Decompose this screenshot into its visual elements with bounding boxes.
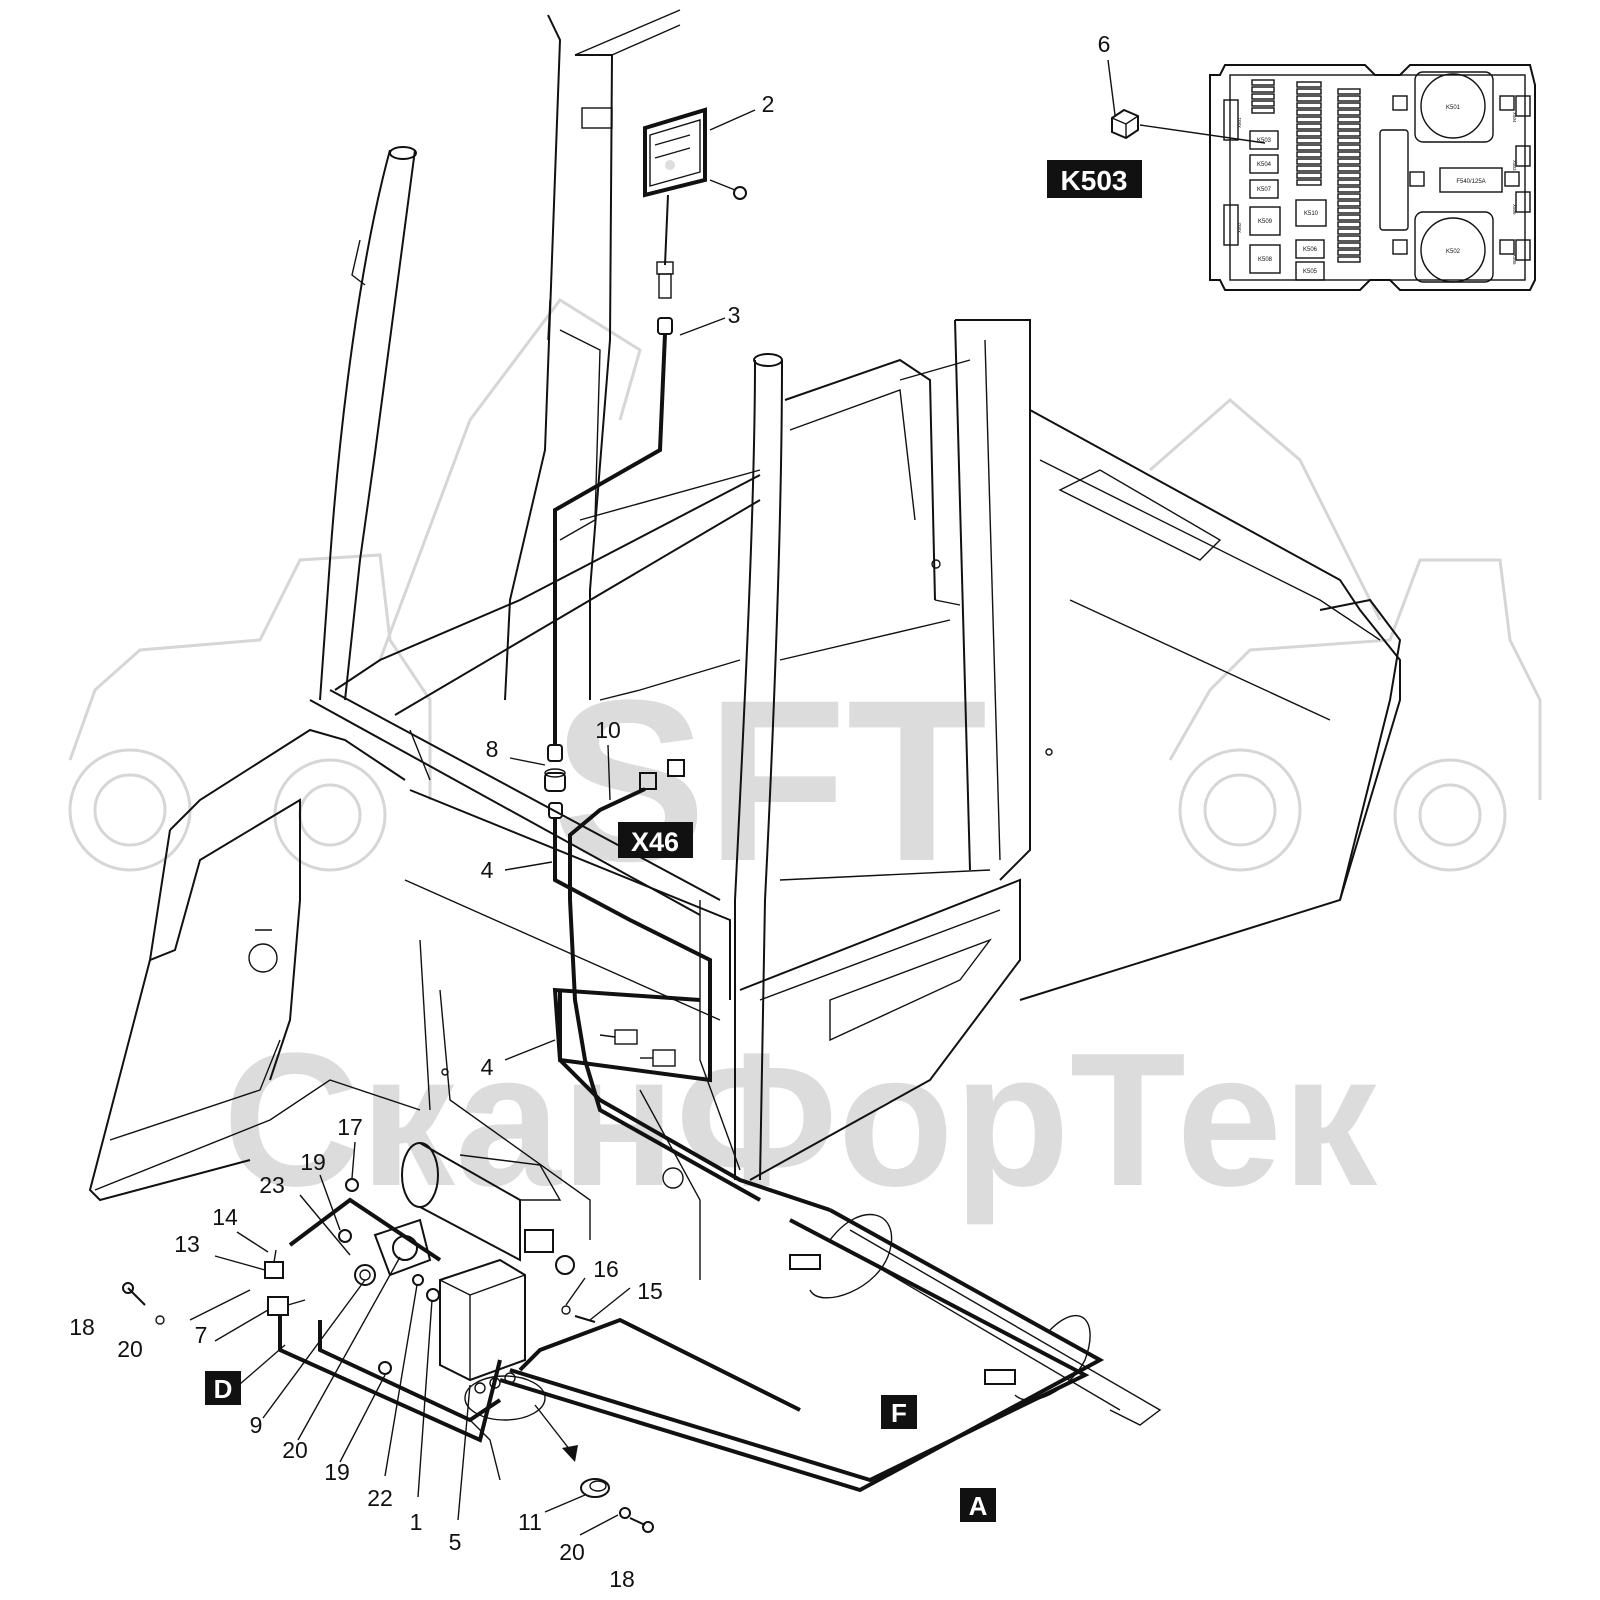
floor-harness — [499, 1208, 1162, 1493]
part-label: 4 — [481, 1054, 494, 1080]
relay-k507-label: K507 — [1257, 187, 1272, 193]
cable-3 — [553, 194, 674, 745]
connector-x501-label: X501 — [1237, 117, 1242, 128]
part-label: 22 — [367, 1485, 393, 1511]
part-number-labels: 6 2 3 8 10 4 4 17 19 23 14 13 18 20 7 9 … — [69, 31, 1110, 1592]
part-label: 8 — [486, 736, 499, 762]
part-label: 19 — [324, 1459, 350, 1485]
connector-x504-label: X504 — [1512, 112, 1517, 123]
callout-a: A — [960, 1488, 996, 1522]
part-label: 11 — [518, 1509, 542, 1535]
part-label: 17 — [337, 1114, 363, 1140]
relay-k505-label: K505 — [1303, 269, 1318, 275]
fuse-block-1 — [1251, 79, 1275, 114]
part-label: 20 — [117, 1336, 143, 1362]
callout-k503-text: K503 — [1061, 165, 1128, 196]
part-label: 14 — [212, 1204, 238, 1230]
callout-k503: K503 — [1047, 160, 1142, 198]
fuse-block-2 — [1296, 81, 1322, 186]
main-harness — [552, 818, 831, 1212]
relay-k503-label: K503 — [1257, 138, 1272, 144]
part-label: 20 — [282, 1437, 308, 1463]
part-label: 23 — [259, 1172, 285, 1198]
part-label: 5 — [449, 1529, 462, 1555]
part-label: 6 — [1098, 31, 1111, 57]
callout-f: F — [881, 1395, 917, 1429]
relay-cube-6 — [1111, 108, 1139, 140]
relay-k510-label: K510 — [1304, 211, 1319, 217]
callout-d: D — [205, 1371, 241, 1405]
watermark-brand: СканФорТек — [223, 1014, 1378, 1226]
part-label: 18 — [69, 1314, 95, 1340]
part-label: 7 — [195, 1322, 208, 1348]
main-fuse-label: F540/125A — [1456, 179, 1485, 185]
nuts-and-washers — [122, 1178, 596, 1375]
part-label: 10 — [595, 717, 621, 743]
callout-x46: X46 — [618, 822, 693, 858]
fuse-relay-panel: K503 K504 K507 K509 K508 K510 K506 K505 … — [1209, 64, 1536, 291]
part-label: 13 — [174, 1231, 200, 1257]
part-label: 2 — [762, 91, 775, 117]
leader-lines — [189, 59, 1266, 1536]
callout-d-text: D — [214, 1374, 233, 1404]
relay-k508-label: K508 — [1258, 257, 1273, 263]
watermark: SFT СканФорТек — [68, 297, 1542, 1226]
relay-13 — [264, 1249, 284, 1279]
connector-x506-label: X506 — [1512, 204, 1517, 215]
part-label: 3 — [728, 302, 741, 328]
fire-extinguisher — [401, 1142, 575, 1275]
callout-a-text: A — [969, 1491, 988, 1521]
relay-k509-label: K509 — [1258, 219, 1273, 225]
part-label: 9 — [250, 1412, 263, 1438]
control-box — [439, 1258, 526, 1394]
connector-x503-label: X503 — [1512, 160, 1517, 171]
relay-7 — [267, 1296, 306, 1316]
x46-connectors — [568, 759, 685, 900]
relay-k502-label: K502 — [1446, 249, 1461, 255]
part-label: 16 — [593, 1256, 619, 1282]
connector-x505-label: X505 — [1512, 254, 1517, 265]
relay-k504-label: K504 — [1257, 162, 1272, 168]
part-label: 1 — [410, 1509, 423, 1535]
bolt — [709, 179, 747, 200]
part-label: 15 — [637, 1278, 663, 1304]
cab-frame — [88, 9, 1402, 1280]
relay-k501-label: K501 — [1446, 105, 1461, 111]
fuse-block-3 — [1337, 88, 1361, 263]
part-label: 20 — [559, 1539, 585, 1565]
battery-harness — [278, 1197, 801, 1481]
part-label: 4 — [481, 857, 494, 883]
callout-x46-text: X46 — [631, 827, 679, 857]
switch-panel — [643, 107, 707, 198]
cable-clamp-11 — [580, 1478, 654, 1533]
part-label: 18 — [609, 1566, 635, 1592]
connector-x502-label: X502 — [1237, 222, 1242, 233]
part-label: 19 — [300, 1149, 326, 1175]
relay-k506-label: K506 — [1303, 247, 1318, 253]
callout-f-text: F — [891, 1398, 907, 1428]
